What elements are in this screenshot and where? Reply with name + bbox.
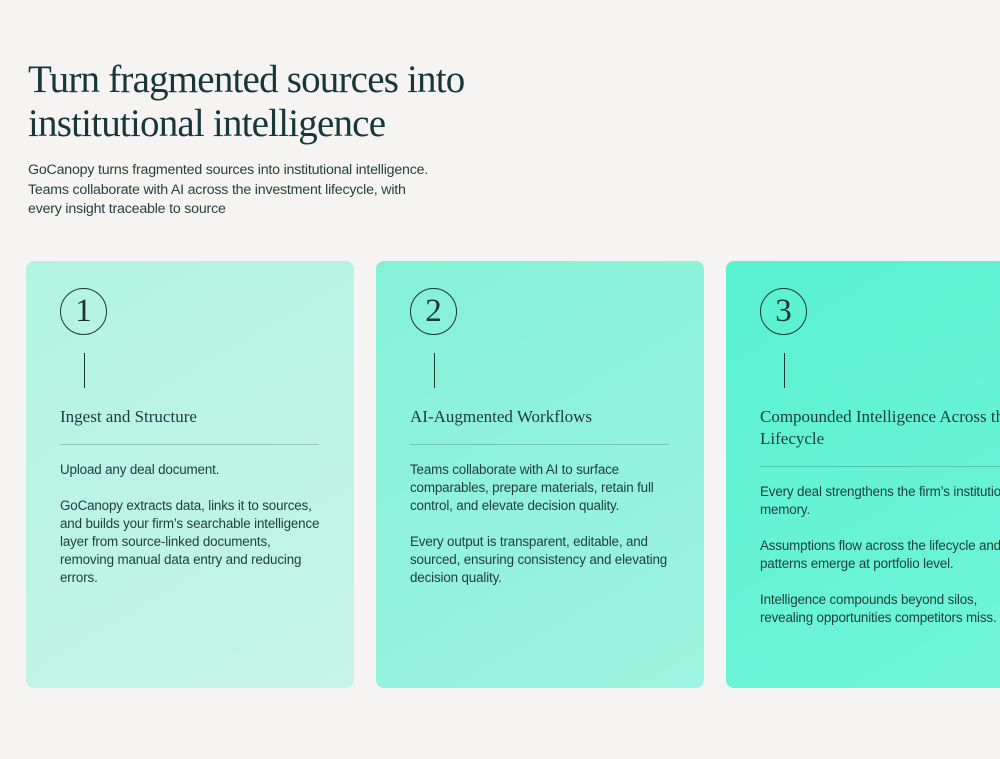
intro-line-2: Teams collaborate with AI across the inv… <box>28 181 406 198</box>
step-card-title: Ingest and Structure <box>60 407 197 426</box>
headline-line-2: institutional intelligence <box>28 102 386 145</box>
step-number-badge: 3 <box>760 288 807 335</box>
step-card-title: Compounded Intelligence Across the Lifec… <box>760 407 1000 448</box>
card-divider <box>410 444 669 445</box>
step-number-badge: 2 <box>410 288 457 335</box>
step-card-title: AI-Augmented Workflows <box>410 407 592 426</box>
card-divider <box>60 444 319 445</box>
headline-line-1: Turn fragmented sources into <box>28 58 465 101</box>
card-divider <box>760 466 1000 467</box>
step-card-2: 2 AI-Augmented Workflows Teams collabora… <box>376 261 704 688</box>
card-paragraph: Teams collaborate with AI to surface com… <box>410 462 654 513</box>
card-paragraph: Every deal strengthens the firm’s instit… <box>760 484 1000 517</box>
card-paragraph: GoCanopy extracts data, links it to sour… <box>60 498 320 585</box>
step-card-body: Upload any deal document. GoCanopy extra… <box>60 461 322 605</box>
step-card-body: Every deal strengthens the firm’s instit… <box>760 483 1000 645</box>
card-paragraph: Every output is transparent, editable, a… <box>410 534 668 585</box>
intro-line-3: every insight traceable to source <box>28 201 226 217</box>
step-card-1: 1 Ingest and Structure Upload any deal d… <box>26 261 354 688</box>
step-number-badge: 1 <box>60 288 107 335</box>
page-headline: Turn fragmented sources into institution… <box>28 58 548 146</box>
intro-line-1: GoCanopy turns fragmented sources into i… <box>28 162 429 178</box>
step-card-body: Teams collaborate with AI to surface com… <box>410 461 672 605</box>
card-paragraph: Intelligence compounds beyond silos, rev… <box>760 592 997 625</box>
step-connector-line <box>84 353 85 388</box>
step-connector-line <box>434 353 435 388</box>
intro-paragraph: GoCanopy turns fragmented sources into i… <box>28 161 428 220</box>
step-connector-line <box>784 353 785 388</box>
card-paragraph: Assumptions flow across the lifecycle an… <box>760 538 1000 571</box>
step-card-3: 3 Compounded Intelligence Across the Lif… <box>726 261 1000 688</box>
card-paragraph: Upload any deal document. <box>60 462 220 477</box>
